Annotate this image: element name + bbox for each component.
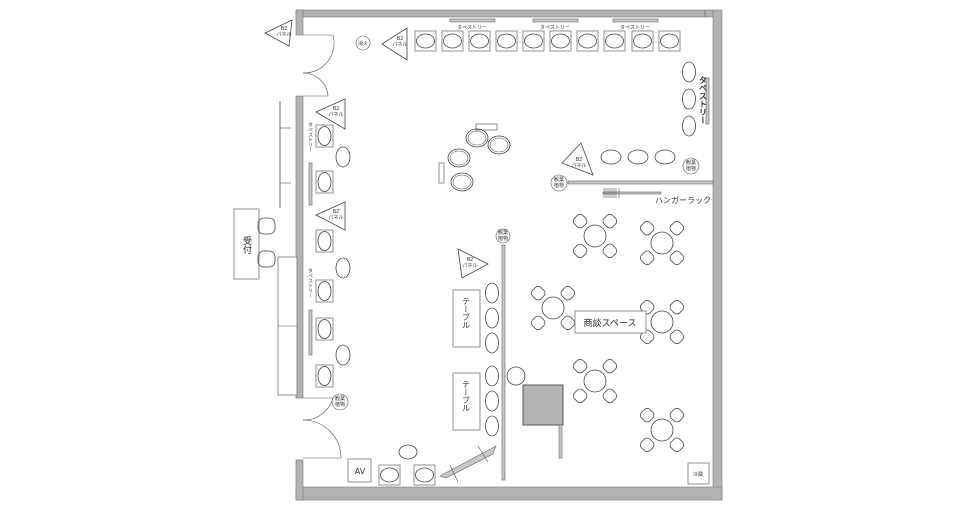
svg-text:B2: B2: [576, 157, 583, 163]
svg-text:タペストリー: タペストリー: [699, 75, 708, 124]
table-1: テーブル: [452, 289, 481, 348]
svg-text:B2: B2: [333, 106, 340, 112]
left-seat-column: [315, 124, 351, 388]
tapestry-top-1: タペストリー: [449, 18, 496, 31]
hanger-rack: ハンガーラック: [602, 188, 711, 205]
svg-text:植物: 植物: [686, 165, 696, 172]
svg-text:B2: B2: [281, 26, 288, 32]
svg-text:観葉: 観葉: [686, 159, 696, 166]
svg-text:タペストリー: タペストリー: [620, 24, 650, 31]
svg-text:観葉: 観葉: [498, 229, 508, 236]
tapestry-top-3: タペストリー: [612, 18, 659, 31]
svg-text:ハンガーラック: ハンガーラック: [655, 195, 711, 205]
svg-text:B2: B2: [333, 209, 340, 215]
svg-text:パネル: パネル: [571, 163, 586, 169]
slanted-panel: [439, 445, 497, 483]
tapestry-top-2: タペストリー: [532, 18, 579, 31]
seat: [378, 464, 401, 486]
svg-text:テーブル: テーブル: [462, 297, 471, 329]
svg-text:植物: 植物: [498, 235, 508, 242]
tapestry-left-2: タペストリー: [307, 268, 313, 356]
svg-text:パネル: パネル: [328, 215, 343, 221]
partition-horizontal: [567, 180, 714, 185]
meeting-table-set: [514, 269, 592, 347]
tapestry-right: タペストリー: [682, 61, 710, 137]
reception-desk: 受付: [233, 208, 276, 280]
svg-text:パネル: パネル: [328, 112, 343, 118]
door-top-left[interactable]: [302, 34, 335, 97]
tapestry-left-1: タペストリー: [307, 122, 313, 206]
svg-text:消火: 消火: [358, 40, 368, 47]
stool: [506, 366, 526, 386]
svg-text:B2: B2: [397, 36, 404, 42]
partition-vertical: [501, 244, 506, 481]
table-stools: [485, 282, 499, 437]
stool: [398, 444, 418, 460]
svg-text:タペストリー: タペストリー: [457, 24, 487, 31]
outside-partition: [279, 101, 291, 208]
svg-text:観葉: 観葉: [335, 395, 345, 402]
svg-text:タペストリー: タペストリー: [307, 122, 313, 152]
svg-text:パネル: パネル: [392, 42, 407, 48]
counter: [277, 256, 298, 396]
svg-text:植物: 植物: [335, 401, 345, 408]
av-equipment: AV: [347, 458, 372, 483]
svg-text:B2: B2: [467, 257, 474, 263]
meeting-space-label: 商談スペース: [574, 310, 647, 334]
svg-text:受付: 受付: [241, 235, 252, 255]
meeting-table-set: [623, 391, 701, 469]
svg-text:AV: AV: [355, 467, 366, 476]
svg-text:商談スペース: 商談スペース: [584, 317, 637, 329]
refrigerator: 冷蔵: [687, 462, 710, 485]
svg-text:タペストリー: タペストリー: [307, 268, 313, 298]
meeting-table-set: [556, 342, 634, 420]
svg-text:タペストリー: タペストリー: [540, 24, 570, 31]
walls: [295, 9, 723, 501]
stools-row: [600, 149, 676, 165]
meeting-table-set: [623, 204, 701, 282]
svg-text:植物: 植物: [554, 182, 564, 189]
extinguisher: 消火: [355, 35, 371, 51]
svg-text:冷蔵: 冷蔵: [693, 471, 703, 478]
svg-text:パネル: パネル: [462, 263, 477, 269]
svg-text:観葉: 観葉: [554, 176, 564, 183]
sofa-cluster: [438, 123, 511, 192]
svg-text:テーブル: テーブル: [462, 380, 471, 412]
svg-text:パネル: パネル: [276, 32, 291, 38]
table-2: テーブル: [452, 372, 481, 431]
seat: [413, 464, 436, 486]
gray-fixture: [522, 384, 564, 459]
meeting-table-set: [556, 197, 634, 275]
top-seat-row: [414, 30, 681, 52]
